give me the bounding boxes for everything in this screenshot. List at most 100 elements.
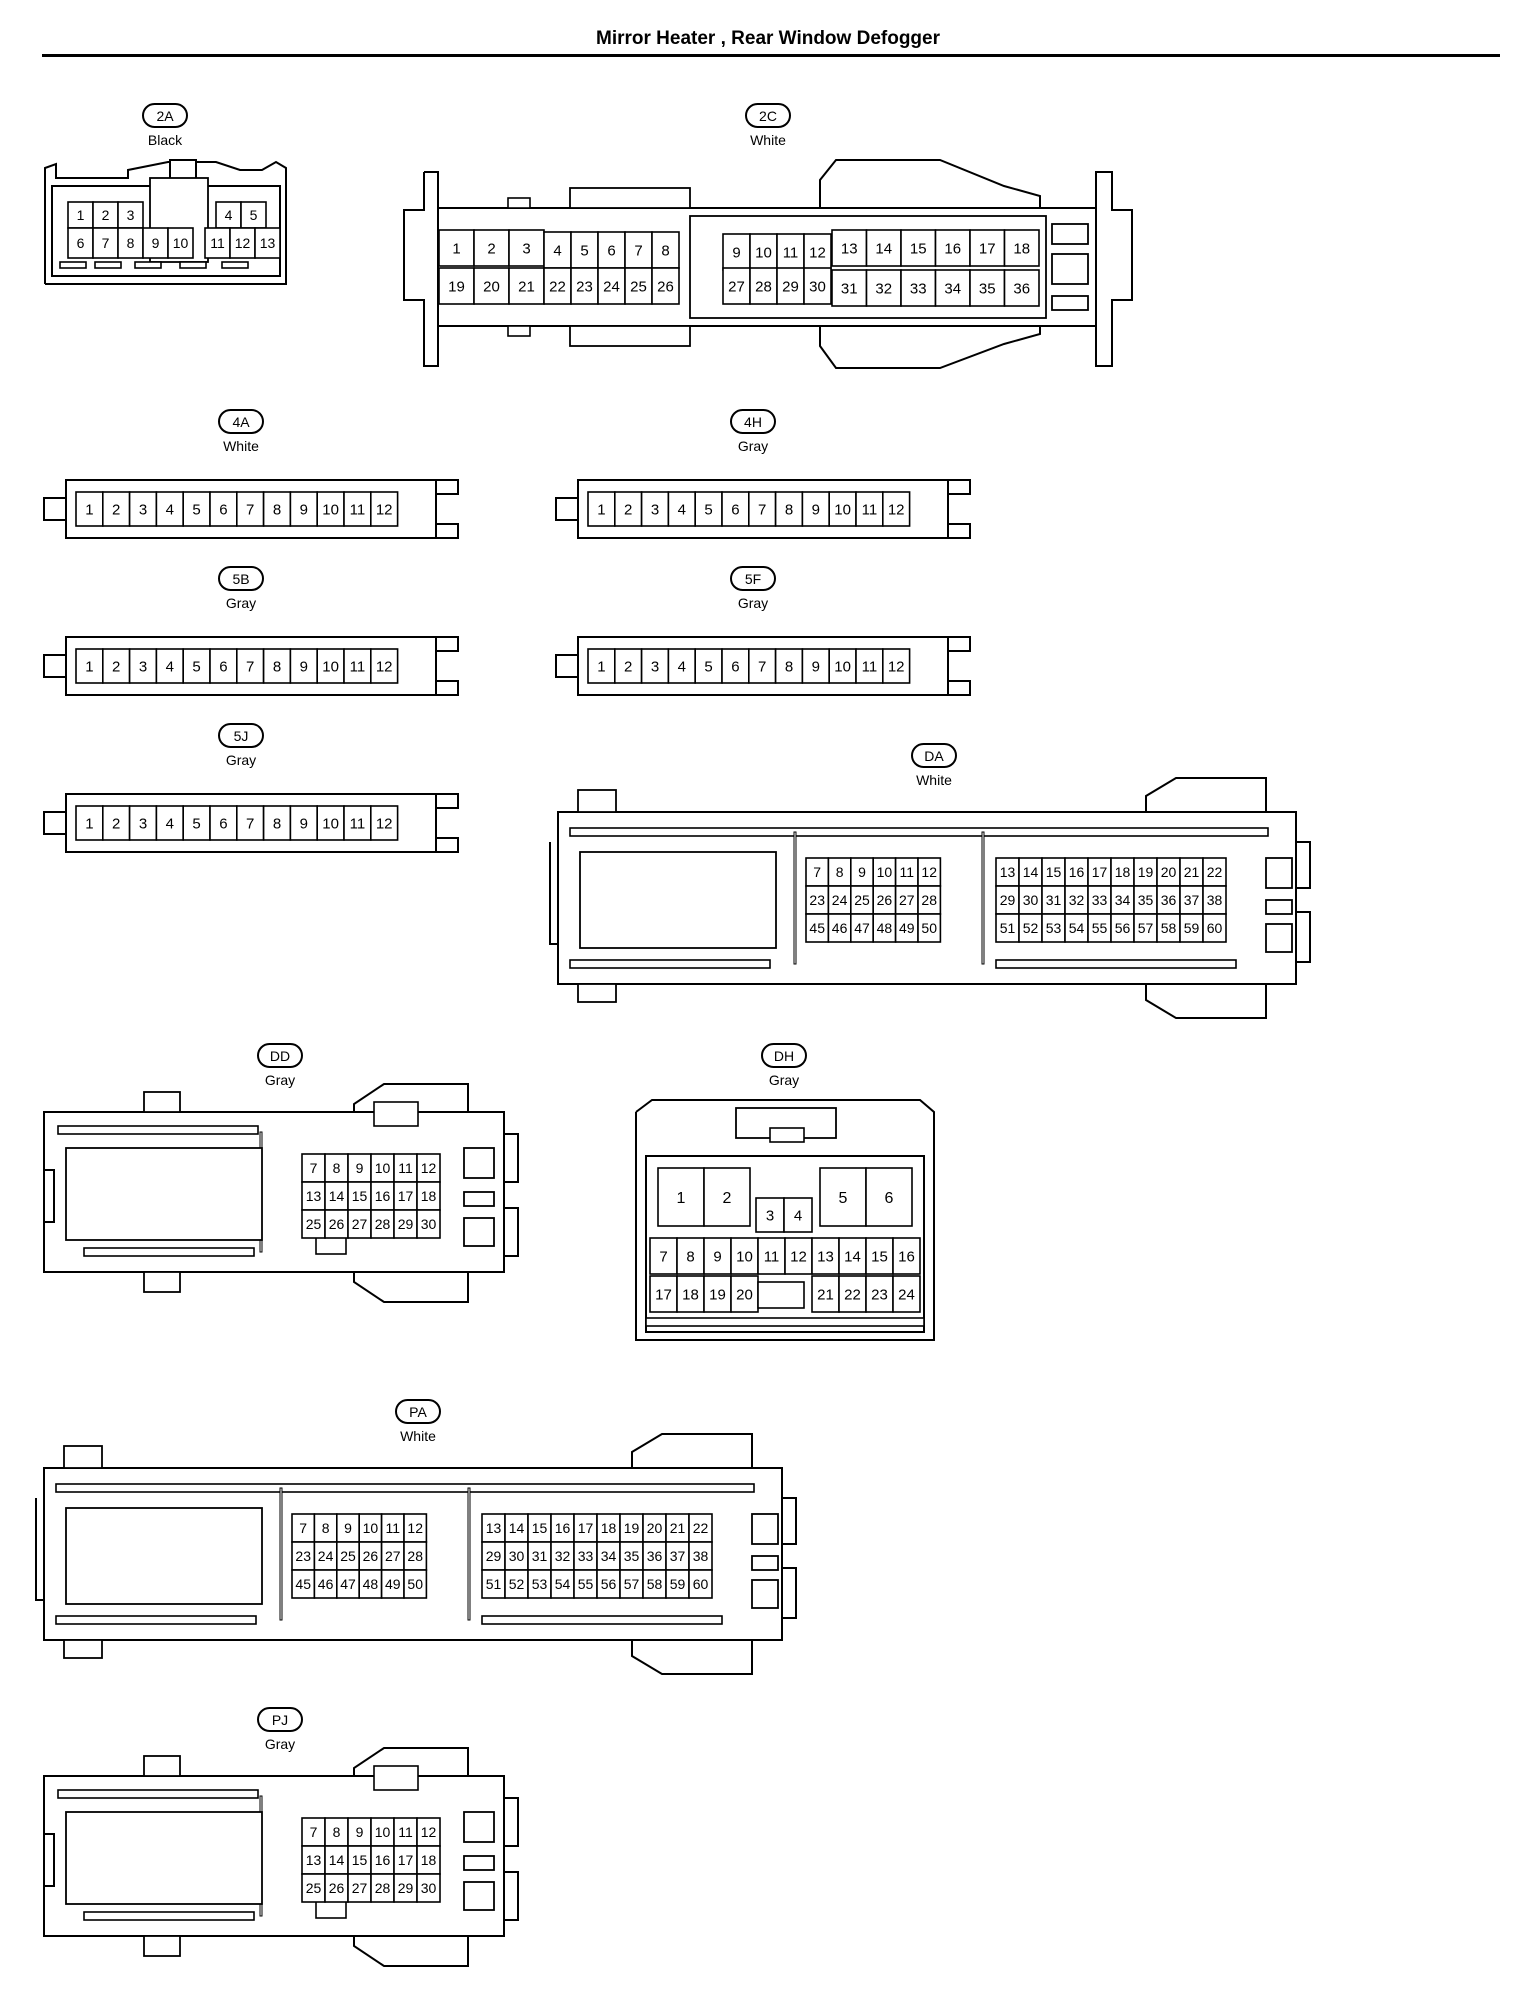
pin-cell <box>828 648 857 684</box>
pin-number: 1 <box>597 501 605 518</box>
pin-cell <box>167 227 194 259</box>
housing-slot <box>1265 923 1293 953</box>
pin-number: 3 <box>139 815 147 832</box>
pin-cell <box>597 267 626 305</box>
latch-tab <box>769 1127 805 1143</box>
connector-color: White <box>750 132 786 148</box>
housing-tab <box>555 654 578 678</box>
pin-number: 11 <box>764 1248 780 1265</box>
pin-number: 8 <box>273 501 281 518</box>
pin-number: 2 <box>112 658 120 675</box>
pin-number: 59 <box>1184 920 1200 936</box>
pin-number: 16 <box>375 1852 391 1868</box>
pin-cell <box>747 648 777 684</box>
pin-cell <box>803 267 832 305</box>
page-title: Mirror Heater , Rear Window Defogger <box>596 28 940 49</box>
pin-number: 1 <box>597 658 605 675</box>
pin-number: 17 <box>398 1852 414 1868</box>
pin-cell <box>819 1167 867 1227</box>
pin-number: 17 <box>398 1188 414 1204</box>
pin-cell <box>67 227 94 259</box>
pin-number: 5 <box>704 501 712 518</box>
pin-number: 4 <box>225 207 233 223</box>
pin-number: 4 <box>166 501 174 518</box>
pin-number: 31 <box>1046 892 1062 908</box>
connector-color: Gray <box>738 595 768 611</box>
pin-number: 22 <box>549 278 566 295</box>
latch <box>143 1755 181 1777</box>
pin-number: 8 <box>785 658 793 675</box>
housing-tab <box>436 837 459 853</box>
pin-number: 21 <box>518 278 535 295</box>
pin-number: 23 <box>576 278 593 295</box>
pin-cell <box>182 648 211 684</box>
pin-cell <box>209 805 238 841</box>
pin-number: 58 <box>647 1576 663 1592</box>
pin-number: 6 <box>219 501 227 518</box>
pin-number: 7 <box>102 235 110 251</box>
housing-slot <box>373 1765 419 1791</box>
pin-number: 27 <box>352 1216 368 1232</box>
pin-cell <box>640 491 670 527</box>
pin-cell <box>865 269 902 307</box>
pin-cell <box>128 491 158 527</box>
pin-number: 58 <box>1161 920 1177 936</box>
pin-number: 54 <box>555 1576 571 1592</box>
pin-cell <box>117 227 144 259</box>
pin-cell <box>473 267 510 305</box>
housing-slot <box>1051 253 1089 285</box>
pin-number: 13 <box>486 1520 502 1536</box>
pin-cell <box>881 491 911 527</box>
housing-tab <box>555 497 578 521</box>
housing-tab <box>1296 911 1311 963</box>
pin-cell <box>613 491 643 527</box>
pin-number: 17 <box>979 240 996 257</box>
pin-number: 18 <box>682 1286 699 1303</box>
pin-cell <box>730 1237 759 1275</box>
pin-number: 17 <box>578 1520 594 1536</box>
connector-id-badge <box>218 723 264 748</box>
housing-tab <box>43 497 66 521</box>
pin-number: 27 <box>899 892 915 908</box>
pin-number: 9 <box>812 501 820 518</box>
pin-number: 32 <box>1069 892 1085 908</box>
pin-number: 29 <box>398 1216 414 1232</box>
housing-slot <box>1265 857 1293 889</box>
latch <box>63 1639 103 1659</box>
pin-number: 36 <box>1013 280 1030 297</box>
pin-number: 21 <box>1184 864 1200 880</box>
pin-number: 4 <box>553 242 561 259</box>
pin-number: 29 <box>1000 892 1016 908</box>
pin-cell <box>229 227 256 259</box>
housing-tab <box>436 636 459 652</box>
connector-id-badge <box>257 1043 303 1068</box>
connector-id-badge <box>395 1399 441 1424</box>
pin-number: 53 <box>1046 920 1062 936</box>
block-divider <box>793 831 797 965</box>
pin-number: 21 <box>670 1520 686 1536</box>
pin-number: 12 <box>888 658 905 675</box>
pin-number: 3 <box>127 207 135 223</box>
housing-tab <box>1296 841 1311 889</box>
pin-number: 11 <box>350 658 366 675</box>
pin-number: 18 <box>601 1520 617 1536</box>
housing-tab <box>782 1567 797 1619</box>
pin-number: 55 <box>1092 920 1108 936</box>
pin-number: 16 <box>375 1188 391 1204</box>
pin-number: 14 <box>509 1520 525 1536</box>
pin-cell <box>865 1167 913 1227</box>
pin-number: 32 <box>555 1548 571 1564</box>
pin-cell <box>865 1237 894 1275</box>
pin-number: 6 <box>607 242 615 259</box>
pin-number: 20 <box>736 1286 753 1303</box>
pin-number: 11 <box>862 501 878 518</box>
pin-number: 49 <box>385 1576 401 1592</box>
pin-number: 10 <box>375 1824 391 1840</box>
pin-number: 3 <box>522 240 530 257</box>
pin-number: 14 <box>844 1248 861 1265</box>
pin-number: 3 <box>766 1207 774 1224</box>
